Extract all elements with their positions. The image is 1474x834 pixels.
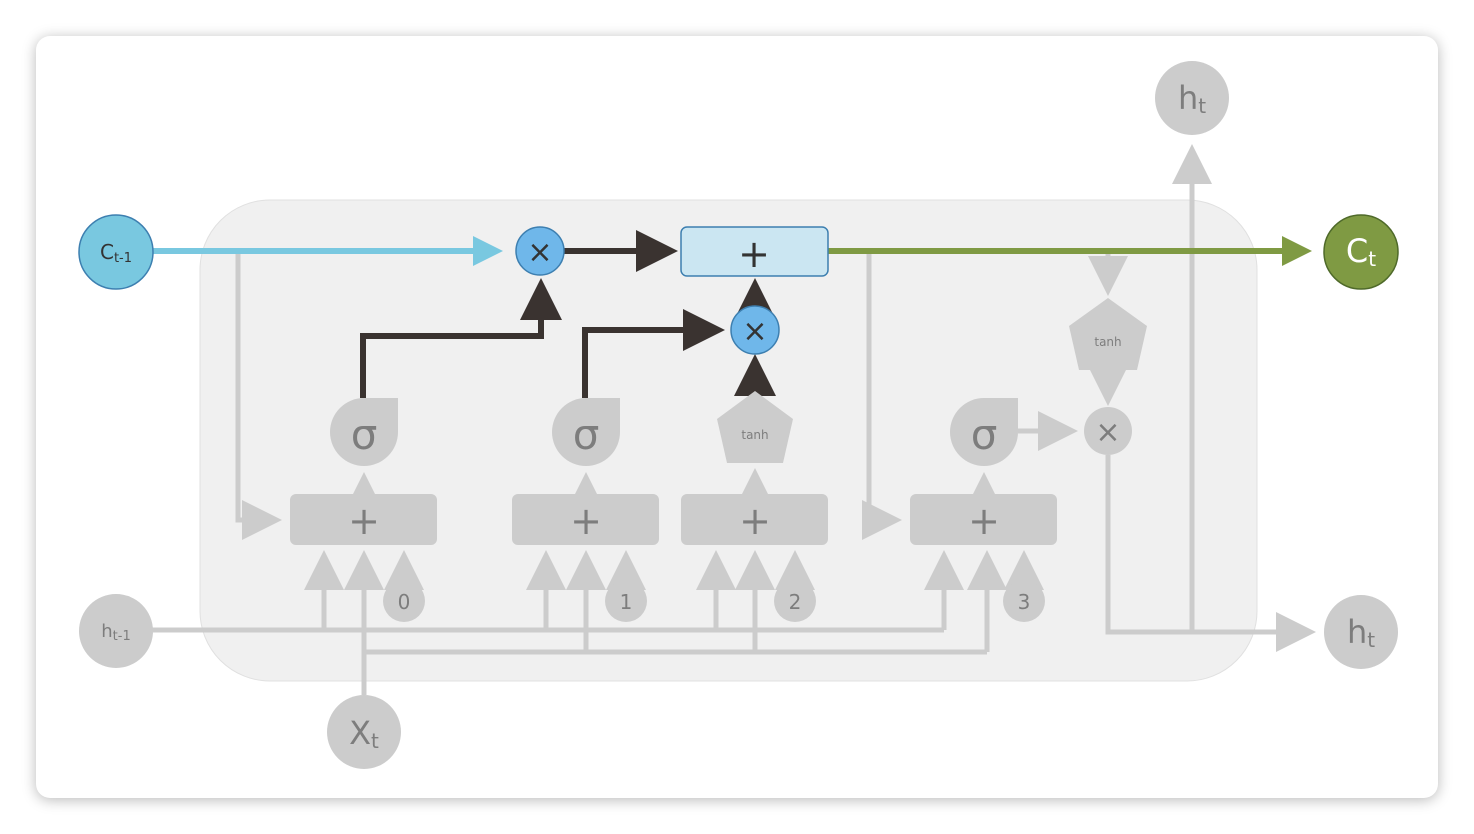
input-gate-sigma: [552, 398, 620, 466]
cell-state-label: Ct: [1346, 232, 1376, 271]
bias-node-3: [1003, 580, 1045, 622]
cell-state-prev-label: Ct-1: [100, 240, 132, 266]
forget-multiply-op: [515, 226, 565, 276]
hidden-top-label: ht: [1178, 79, 1206, 118]
sigma-gates: σ σ σ: [330, 398, 1018, 466]
input-multiply-op: [730, 305, 780, 355]
sum-box-forget-symbol: +: [348, 499, 380, 543]
hidden-out-label: ht: [1347, 613, 1375, 652]
sum-boxes: + + + +: [290, 494, 1057, 545]
output-multiply-symbol: ×: [1095, 415, 1120, 450]
hidden-top-node: [1155, 61, 1229, 135]
bias-node-2: [774, 580, 816, 622]
hidden-prev-node: [79, 594, 153, 668]
input-multiply-symbol: ×: [742, 314, 767, 349]
input-label: Xt: [349, 714, 379, 753]
sum-box-candidate-symbol: +: [739, 499, 771, 543]
output-tanh-label: tanh: [1094, 335, 1121, 349]
sum-box-output-symbol: +: [968, 499, 1000, 543]
bias-node-1-label: 1: [620, 590, 633, 614]
candidate-tanh-label: tanh: [741, 428, 768, 442]
sum-box-forget: [290, 494, 437, 545]
candidate-tanh: [717, 391, 793, 463]
gray-connections: [152, 144, 1316, 695]
bias-nodes: 0 1 2 3: [383, 580, 1045, 622]
cell-update-sum: [680, 226, 829, 277]
sum-box-input: [512, 494, 659, 545]
cell-update-sum-symbol: +: [738, 232, 770, 276]
output-gate-sigma-symbol: σ: [971, 410, 998, 459]
forget-gate-sigma: [330, 398, 398, 466]
bias-node-1: [605, 580, 647, 622]
sum-box-candidate: [681, 494, 828, 545]
hidden-prev-label: ht-1: [101, 621, 130, 644]
forget-gate-sigma-symbol: σ: [351, 410, 378, 459]
input-gate-sigma-symbol: σ: [573, 410, 600, 459]
bias-node-3-label: 3: [1018, 590, 1031, 614]
bias-node-0-label: 0: [398, 590, 411, 614]
hidden-out-node: [1324, 595, 1398, 669]
forget-multiply-symbol: ×: [527, 235, 552, 270]
bias-node-2-label: 2: [789, 590, 802, 614]
cell-state-node: [1323, 214, 1399, 290]
cell-state-prev-node: [78, 214, 154, 290]
input-node: [327, 695, 401, 769]
active-paths: [360, 230, 776, 398]
output-gate-sigma: [950, 398, 1018, 466]
sum-box-input-symbol: +: [570, 499, 602, 543]
output-multiply-op: [1084, 407, 1132, 455]
output-tanh: [1069, 298, 1147, 370]
bias-node-0: [383, 580, 425, 622]
sum-box-output: [910, 494, 1057, 545]
